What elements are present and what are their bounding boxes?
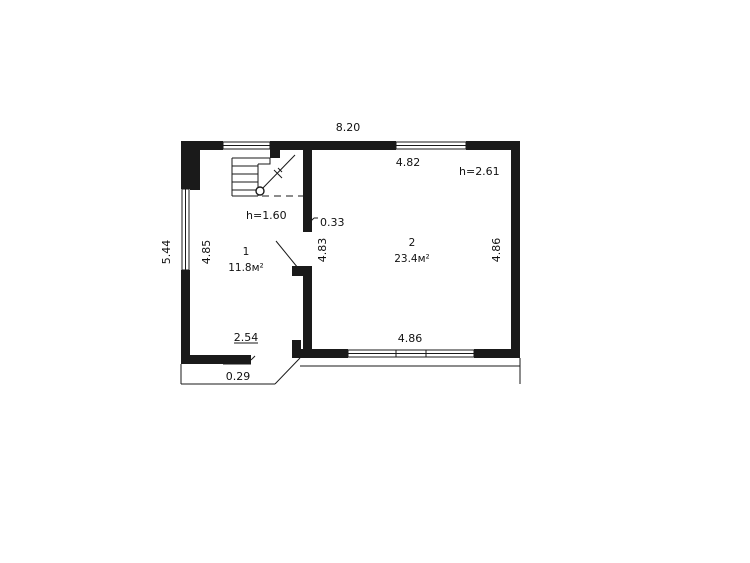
room2-area: 23.4м² [394, 253, 430, 265]
staircase [231, 154, 303, 197]
wall-bottom-left [181, 355, 251, 364]
partition-jamb [292, 266, 312, 276]
dim-bottom-right: 4.86 [398, 332, 423, 345]
wall-left-upper [181, 141, 190, 189]
room1-area: 11.8м² [228, 262, 264, 274]
wall-top-right [466, 141, 520, 150]
door-leaf [275, 240, 299, 269]
room1-number: 1 [243, 246, 250, 258]
partition-lower [303, 266, 312, 358]
dim-partition-length: 4.83 [316, 238, 329, 263]
partition-upper [303, 141, 312, 232]
exterior-walls [181, 141, 520, 364]
dim-room2-depth: 4.86 [490, 238, 503, 263]
dim-porch: 0.29 [226, 370, 251, 383]
dim-stair-offset: 0.33 [320, 216, 345, 229]
wall-top-left [181, 141, 223, 150]
dim-room1-depth: 4.85 [200, 240, 213, 265]
windows [181, 141, 475, 358]
dim-top-right: 4.82 [396, 156, 421, 169]
dim-overall-width: 8.20 [336, 121, 361, 134]
dim-overall-depth: 5.44 [160, 240, 173, 265]
door-and-porch [180, 240, 521, 385]
wall-bottom-right [474, 349, 520, 358]
room2-number: 2 [409, 237, 416, 249]
wall-bottom-middle [292, 349, 348, 358]
dim-bottom-left: 2.54 [234, 331, 259, 344]
wall-stub-top [270, 150, 280, 158]
dimension-ticks [234, 217, 318, 361]
wall-stub-left [190, 150, 200, 190]
wall-top-middle [270, 141, 396, 150]
room2-height: h=2.61 [459, 165, 500, 178]
porch-block [292, 340, 301, 358]
interior-partition [190, 141, 312, 358]
stair-height: h=1.60 [246, 209, 287, 222]
wall-right [511, 141, 520, 358]
wall-left-lower [181, 270, 190, 364]
